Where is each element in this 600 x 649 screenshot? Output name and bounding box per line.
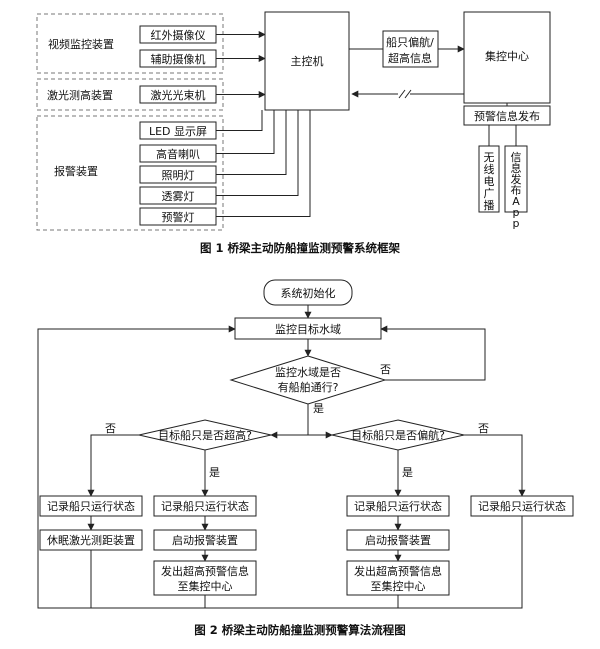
- loop-join-col4: [398, 516, 523, 609]
- figure-2-algorithm-flowchart: 系统初始化 监控目标水域 监控水域是否 有船舶通行? 否 是 目标船只是否超高?…: [37, 279, 574, 637]
- ship-passing-decision: [229, 355, 387, 405]
- ship-yes-label: 是: [313, 402, 324, 415]
- send-warning-box-1: [153, 560, 257, 596]
- wireless-break-icon: [398, 89, 412, 99]
- send-warning-label-1a: 发出超高预警信息: [161, 564, 249, 578]
- yes-to-height-arrow: [270, 404, 309, 439]
- main-controller-label: 主控机: [291, 54, 324, 68]
- control-center-label: 集控中心: [485, 49, 529, 63]
- loop-join-col2: [91, 595, 206, 609]
- laser-height-group: [36, 78, 224, 111]
- main-to-led-line: [216, 110, 263, 131]
- alarm-device-group: [36, 115, 224, 231]
- no-ship-label: 否: [380, 363, 391, 376]
- video-monitoring-group: [36, 13, 224, 74]
- deviation-no-label: 否: [478, 422, 489, 435]
- send-warning-label-1b: 至集控中心: [178, 579, 233, 593]
- over-height-label: 目标船只是否超高?: [158, 428, 252, 442]
- record-status-label-1: 记录船只运行状态: [47, 499, 135, 513]
- main-to-fog-line: [216, 110, 299, 196]
- send-warning-label-2a: 发出超高预警信息: [354, 564, 442, 578]
- start-alarm-label-1: 启动报警装置: [172, 533, 238, 547]
- deviation-no-arrow: [464, 434, 526, 497]
- sleep-laser-label: 休眠激光测距装置: [47, 533, 135, 547]
- send-warning-label-2b: 至集控中心: [371, 579, 426, 593]
- main-controller-box: [264, 11, 350, 111]
- figure-1-system-framework: 视频监控装置 激光测高装置 报警装置 红外摄像仪 辅助摄像机 激光光束机 LED…: [36, 11, 551, 255]
- no-ship-loop-arrow: [380, 325, 486, 381]
- radio-box: [478, 145, 500, 213]
- alarm-group-label: 报警装置: [54, 164, 98, 178]
- monitor-label: 监控目标水域: [275, 322, 341, 336]
- led-screen-label: LED 显示屏: [149, 125, 207, 138]
- record-status-label-2: 记录船只运行状态: [161, 499, 249, 513]
- start-alarm-label-2: 启动报警装置: [365, 533, 431, 547]
- record-status-label-4: 记录船只运行状态: [478, 499, 566, 513]
- deviation-label: 目标船只是否偏航?: [351, 428, 445, 442]
- init-label: 系统初始化: [281, 286, 336, 300]
- horn-label: 高音喇叭: [156, 147, 200, 161]
- loop-join-col3: [205, 595, 399, 609]
- warning-release-label: 预警信息发布: [474, 109, 540, 123]
- main-to-warning-line: [216, 110, 311, 217]
- laser-group-label: 激光测高装置: [47, 88, 113, 102]
- app-box: [504, 145, 528, 213]
- figure-1-caption: 图 1 桥梁主动防船撞监测预警系统框架: [200, 241, 401, 255]
- warning-release-box: [463, 105, 551, 126]
- record-status-label-3: 记录船只运行状态: [354, 499, 442, 513]
- deviation-label-line-2: 超高信息: [388, 51, 432, 65]
- video-group-label: 视频监控装置: [48, 37, 114, 51]
- figure-2-caption: 图 2 桥梁主动防船撞监测预警算法流程图: [194, 623, 406, 637]
- deviation-yes-label: 是: [402, 466, 413, 479]
- lighting-label: 照明灯: [162, 169, 195, 182]
- send-warning-box-2: [346, 560, 450, 596]
- infrared-camera-label: 红外摄像仪: [151, 28, 206, 42]
- loop-back-left-arrow: [37, 325, 236, 609]
- main-to-horn-line: [216, 110, 275, 154]
- height-yes-label: 是: [209, 466, 220, 479]
- control-center-box: [463, 11, 551, 104]
- deviation-label-line-1: 船只偏航/: [386, 35, 434, 49]
- laser-beam-label: 激光光束机: [151, 88, 206, 102]
- height-no-label: 否: [105, 422, 116, 435]
- height-no-arrow: [87, 434, 139, 497]
- ship-passing-label-line-2: 有船舶通行?: [278, 380, 339, 394]
- ship-passing-label-line-1: 监控水域是否: [275, 365, 341, 379]
- fog-light-label: 透雾灯: [162, 190, 195, 203]
- main-to-lighting-line: [216, 110, 287, 175]
- warning-light-label: 预警灯: [162, 210, 195, 224]
- aux-camera-label: 辅助摄像机: [151, 52, 206, 66]
- radio-label: 无线电广播: [484, 151, 495, 212]
